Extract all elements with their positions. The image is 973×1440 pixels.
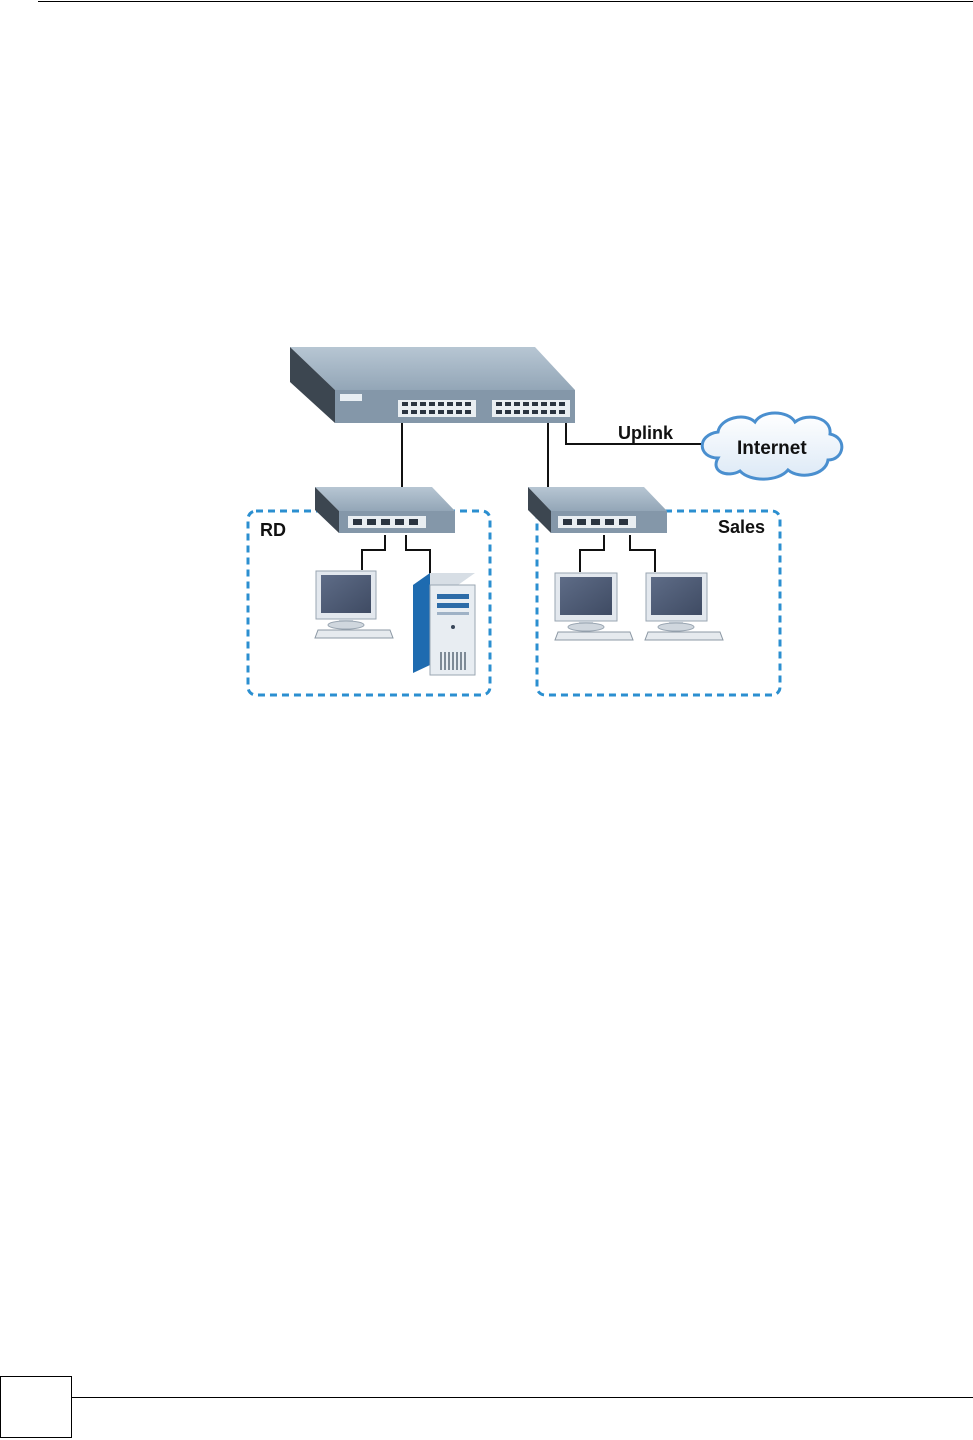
page-number-box [0, 1376, 72, 1438]
desktop-computer-icon [645, 573, 723, 640]
desktop-computer-icon [315, 571, 393, 638]
desktop-computer-icon [555, 573, 633, 640]
internet-label: Internet [737, 438, 807, 459]
footer-rule [0, 1397, 973, 1398]
main-switch-icon [290, 347, 575, 423]
rd-group-label: RD [260, 520, 286, 540]
header-rule [38, 1, 973, 2]
tower-server-icon [413, 573, 475, 675]
rd-switch-icon [315, 487, 455, 533]
network-diagram: Uplink Internet RD Sales [240, 330, 850, 710]
sales-switch-icon [528, 487, 667, 533]
uplink-label: Uplink [618, 423, 674, 443]
sales-group-label: Sales [718, 517, 765, 537]
